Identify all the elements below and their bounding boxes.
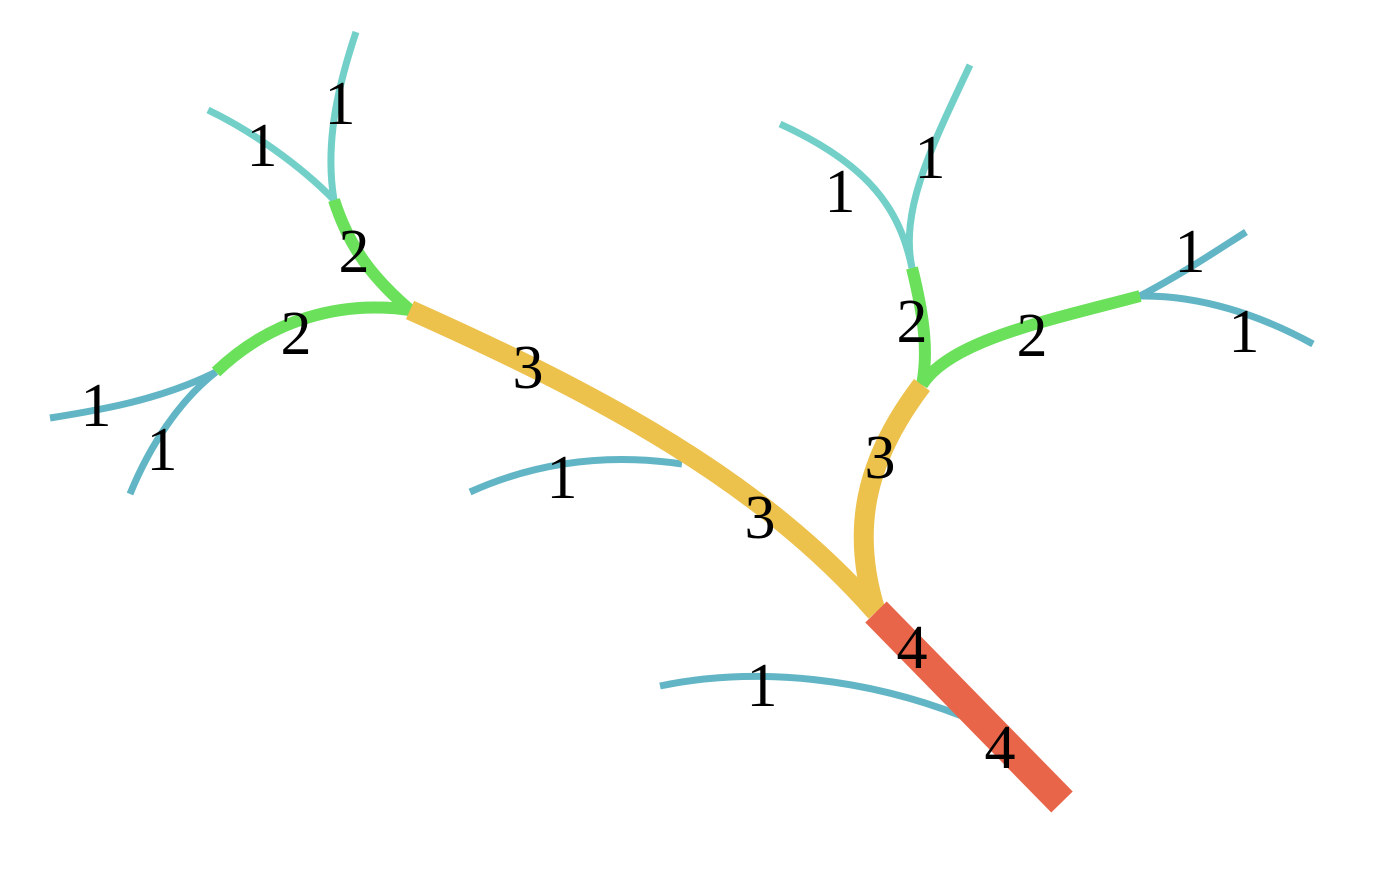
label-tip-right-side-a: 1 — [1175, 218, 1206, 286]
segment-tip-left-top-b — [206, 106, 337, 203]
label-tip-bottom: 1 — [747, 652, 778, 720]
label-left-upper-fork: 2 — [339, 218, 370, 286]
label-tip-left-top-a: 1 — [325, 70, 356, 138]
segment-right-side-fork — [916, 290, 1142, 389]
segment-right-main — [853, 378, 930, 616]
label-left-main-1: 3 — [513, 334, 544, 402]
segment-left-main — [405, 300, 884, 619]
label-tip-left-low-a: 1 — [81, 372, 112, 440]
label-left-main-2: 3 — [745, 484, 776, 552]
label-left-lower-fork: 2 — [281, 300, 312, 368]
label-tip-left-low-b: 1 — [147, 416, 178, 484]
segment-trunk — [865, 601, 1073, 813]
segment-tip-left-low-b — [126, 369, 219, 496]
order-labels: 4 4 3 3 3 2 2 2 2 1 1 1 1 1 1 1 1 1 1 — [81, 70, 1260, 782]
segment-tip-right-side-b — [1139, 292, 1315, 348]
segment-tip-bottom — [659, 672, 964, 720]
label-trunk-1: 4 — [897, 614, 928, 682]
label-tip-mid-left: 1 — [547, 444, 578, 512]
segment-tip-right-top-b — [905, 63, 974, 269]
label-tip-left-top-b: 1 — [247, 112, 278, 180]
label-tip-right-top-b: 1 — [915, 124, 946, 192]
label-tip-right-side-b: 1 — [1229, 298, 1260, 366]
label-tip-right-top-a: 1 — [825, 158, 856, 226]
label-trunk-2: 4 — [985, 714, 1016, 782]
segment-tip-right-side-a — [1138, 229, 1248, 300]
label-right-side-fork: 2 — [1017, 302, 1048, 370]
segment-tip-left-low-a — [49, 368, 218, 422]
segment-left-lower-fork — [211, 301, 411, 377]
label-right-upper-fork: 2 — [897, 288, 928, 356]
label-right-main: 3 — [865, 424, 896, 492]
segment-left-upper-fork — [328, 198, 414, 315]
segment-tip-mid-left — [468, 456, 683, 496]
segment-tip-left-top-a — [327, 30, 360, 201]
